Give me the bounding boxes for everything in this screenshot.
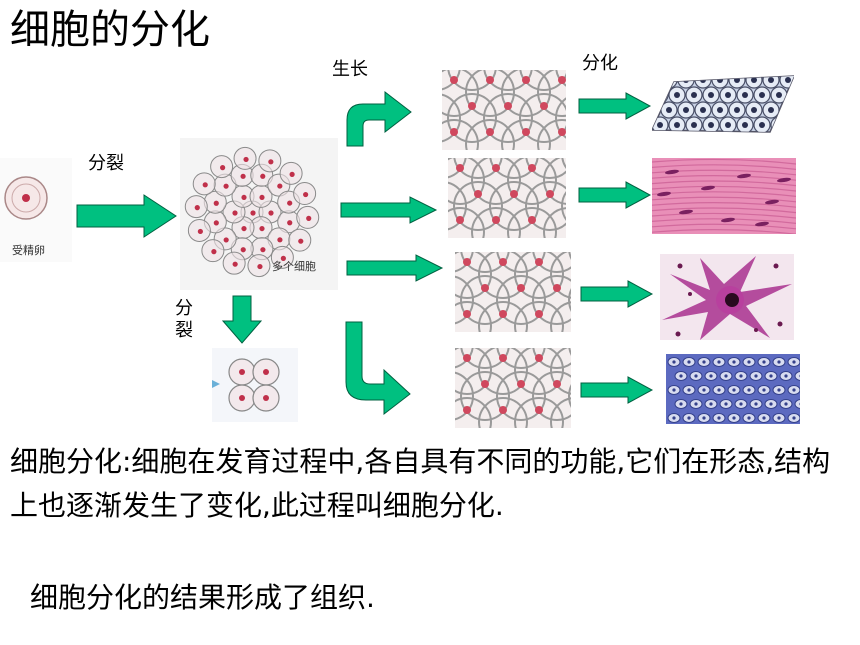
division-down-arrow [222, 295, 262, 344]
grown-cells-2 [448, 158, 566, 238]
growth-arrow-down [345, 321, 411, 416]
multicell-label: 多个细胞 [272, 260, 316, 273]
differentiation-arrow-4 [580, 376, 654, 404]
differentiation-arrow-3 [580, 280, 654, 308]
division-vertical-label: 分裂 [175, 298, 193, 341]
division-arrow [76, 194, 177, 238]
differentiation-arrow-1 [578, 92, 652, 120]
zygote-label: 受精卵 [12, 244, 45, 257]
grown-cells-3 [455, 252, 571, 332]
differentiation-label: 分化 [582, 53, 618, 74]
four-cell-image [212, 348, 298, 422]
zygote-image [0, 158, 72, 262]
epithelial-tissue-icon [652, 68, 794, 142]
multicell-image [180, 138, 338, 290]
nerve-tissue-icon [660, 254, 794, 340]
growth-arrow-3 [346, 254, 444, 282]
page-title: 细胞的分化 [10, 7, 210, 53]
growth-label: 生长 [332, 59, 368, 80]
definition-text: 细胞分化:细胞在发育过程中,各自具有不同的功能,它们在形态,结构上也逐渐发生了变… [10, 445, 831, 522]
growth-arrow-up [346, 90, 412, 147]
grown-cells-1 [442, 70, 566, 150]
muscle-tissue-icon [652, 158, 796, 234]
conclusion-text: 细胞分化的结果形成了组织. [30, 581, 375, 614]
connective-tissue-icon [666, 354, 800, 424]
differentiation-arrow-2 [578, 181, 652, 209]
growth-arrow-2 [340, 196, 438, 224]
grown-cells-4 [455, 348, 571, 428]
division-label: 分裂 [88, 153, 124, 174]
